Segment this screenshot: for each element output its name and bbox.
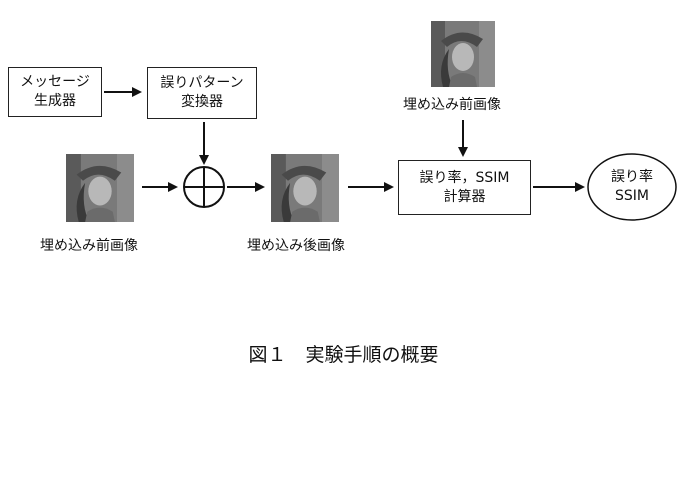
message-generator-box: メッセージ 生成器 <box>8 67 102 117</box>
error-pattern-converter-box: 誤りパターン 変換器 <box>147 67 257 119</box>
figure-caption: 図１ 実験手順の概要 <box>0 340 687 367</box>
output-ellipse-text: 誤り率 SSIM <box>588 155 676 219</box>
pre-embed-image-bottom <box>66 154 134 222</box>
pre-image-top-label: 埋め込み前画像 <box>403 94 501 114</box>
message-generator-label: メッセージ 生成器 <box>20 73 90 111</box>
pre-image-bottom-label: 埋め込み前画像 <box>40 235 138 255</box>
output-ellipse-label: 誤り率 SSIM <box>611 168 653 206</box>
eval-calculator-label: 誤り率，SSIM 計算器 <box>420 169 510 207</box>
eval-calculator-box: 誤り率，SSIM 計算器 <box>398 160 531 215</box>
error-pattern-converter-label: 誤りパターン 変換器 <box>160 74 243 112</box>
xor-combiner-icon <box>184 167 224 207</box>
post-embed-image <box>271 154 339 222</box>
pre-embed-image-top <box>431 21 495 87</box>
post-image-label: 埋め込み後画像 <box>247 235 345 255</box>
